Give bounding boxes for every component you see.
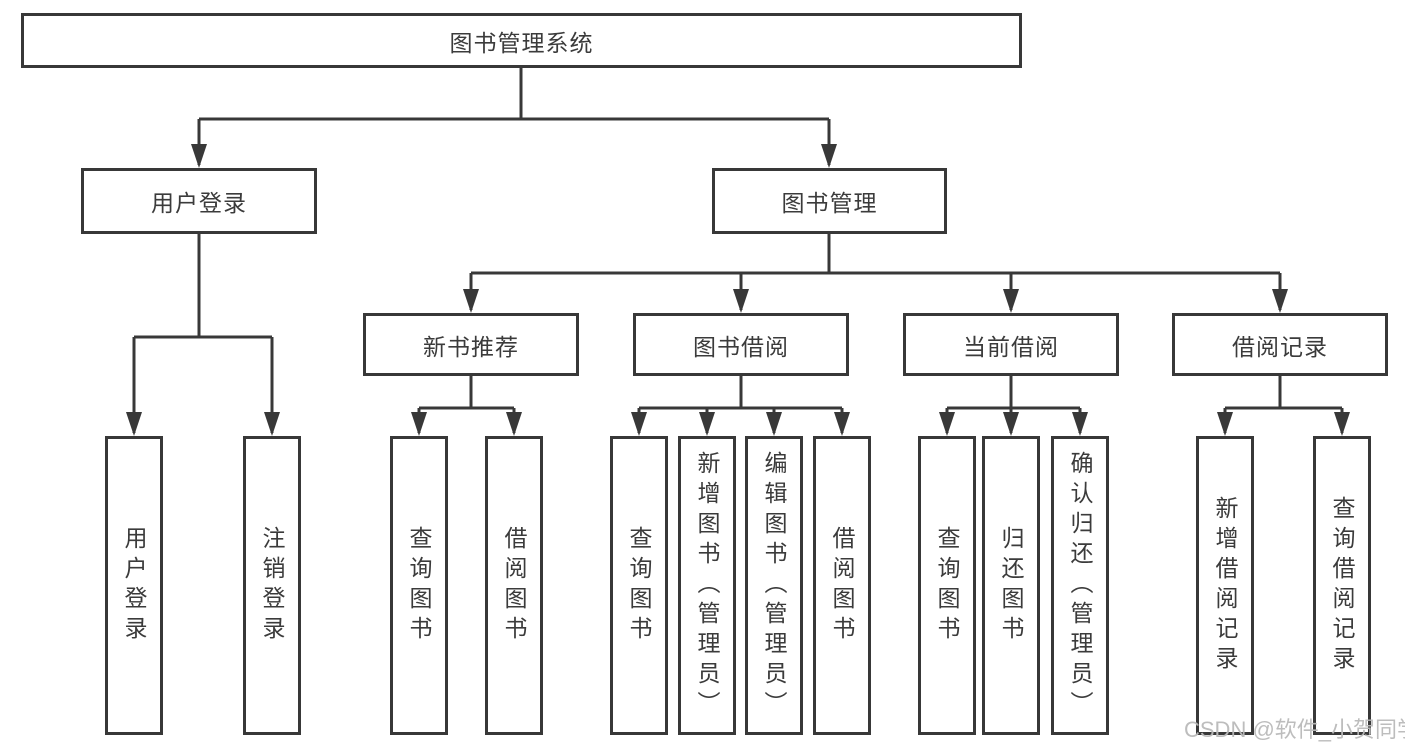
leaf-query-books-recommend: 查询图书 xyxy=(390,436,448,735)
leaf-add-books-admin: 新增图书（管理员） xyxy=(678,436,736,735)
leaf-query-borrow-record: 查询借阅记录 xyxy=(1313,436,1371,735)
node-label: 用户登录 xyxy=(151,190,247,216)
node-label: 编辑图书（管理员） xyxy=(761,450,787,721)
node-borrow-records: 借阅记录 xyxy=(1172,313,1388,376)
node-label: 归还图书 xyxy=(998,525,1024,646)
leaf-query-books-current: 查询图书 xyxy=(918,436,976,735)
node-label: 查询图书 xyxy=(934,525,960,646)
node-label: 图书管理 xyxy=(781,190,878,216)
node-label: 借阅记录 xyxy=(1232,333,1328,360)
node-current-borrow: 当前借阅 xyxy=(903,313,1119,376)
node-label: 借阅图书 xyxy=(501,525,527,646)
node-label: 注销登录 xyxy=(259,525,285,646)
node-label: 新增图书（管理员） xyxy=(694,450,720,721)
node-label: 用户登录 xyxy=(121,525,147,646)
node-label: 查询借阅记录 xyxy=(1329,495,1355,676)
node-user-login: 用户登录 xyxy=(81,168,317,234)
node-label: 查询图书 xyxy=(626,525,652,646)
leaf-query-books-borrow: 查询图书 xyxy=(610,436,668,735)
leaf-borrow-books-recommend: 借阅图书 xyxy=(485,436,543,735)
node-label: 确认归还（管理员） xyxy=(1067,450,1093,721)
leaf-edit-books-admin: 编辑图书（管理员） xyxy=(745,436,803,735)
leaf-add-borrow-record: 新增借阅记录 xyxy=(1196,436,1254,735)
node-label: 新书推荐 xyxy=(423,333,519,360)
node-book-management: 图书管理 xyxy=(712,168,947,234)
leaf-confirm-return-admin: 确认归还（管理员） xyxy=(1051,436,1109,735)
node-label: 借阅图书 xyxy=(829,525,855,646)
node-root-system: 图书管理系统 xyxy=(21,13,1022,68)
node-book-borrow: 图书借阅 xyxy=(633,313,849,376)
leaf-user-login: 用户登录 xyxy=(105,436,163,735)
node-label: 图书管理系统 xyxy=(449,29,594,56)
csdn-watermark: CSDN @软件_小贺同学 xyxy=(1184,717,1405,742)
leaf-return-books: 归还图书 xyxy=(982,436,1040,735)
node-label: 新增借阅记录 xyxy=(1212,495,1238,676)
node-new-book-recommend: 新书推荐 xyxy=(363,313,579,376)
node-label: 查询图书 xyxy=(406,525,432,646)
arrowheads xyxy=(126,144,1350,436)
node-label: 图书借阅 xyxy=(693,333,789,360)
leaf-borrow-books: 借阅图书 xyxy=(813,436,871,735)
leaf-logout-login: 注销登录 xyxy=(243,436,301,735)
node-label: 当前借阅 xyxy=(963,333,1059,360)
